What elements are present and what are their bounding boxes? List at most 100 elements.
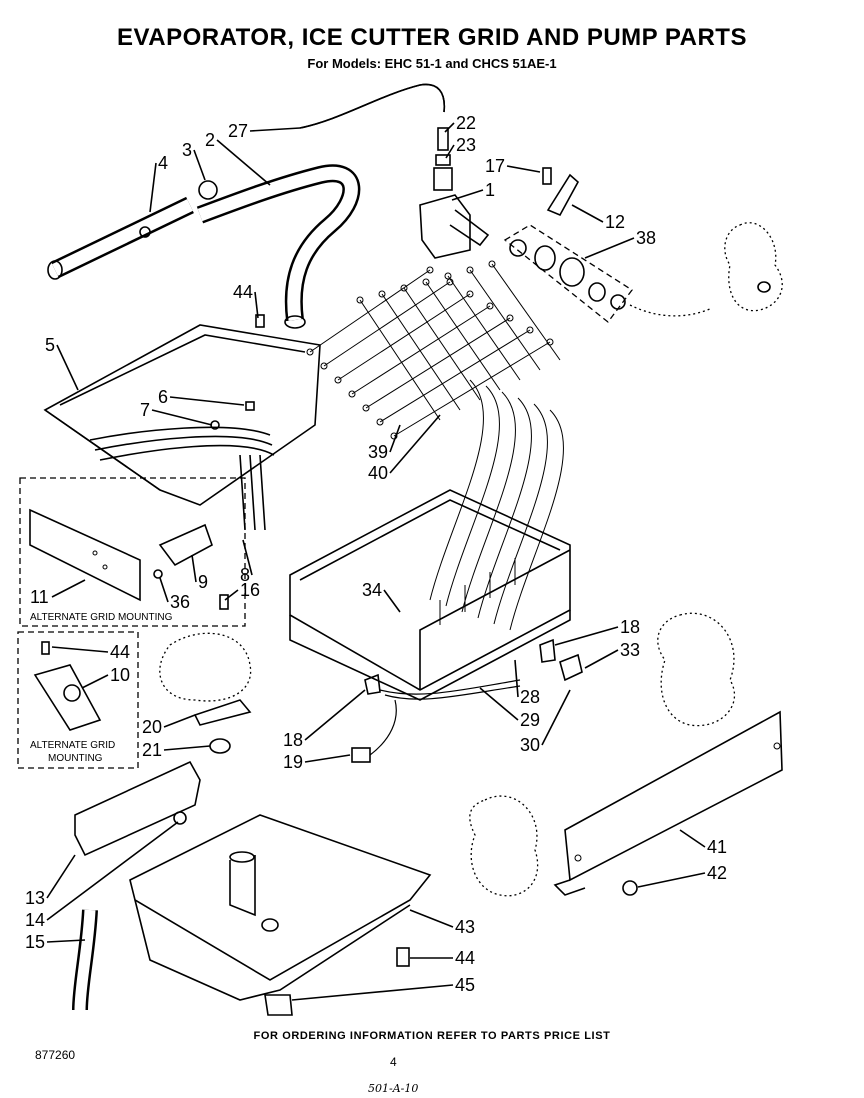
callout-label: 30 [520,735,540,755]
callout-label: 36 [170,592,190,612]
evaporator-part [43,324,321,531]
leader-line [584,237,635,259]
callout-label: 38 [636,228,656,248]
grid-wire [491,263,561,361]
screw-part-44a [255,314,265,328]
nut-part-21 [209,738,231,754]
callout-label: 34 [362,580,382,600]
callout-label: 14 [25,910,45,930]
leader-line [584,649,619,669]
alt-grid-caption-1: ALTERNATE GRID MOUNTING [30,612,173,623]
callout-label: 39 [368,442,388,462]
grid-wire-end [378,290,386,298]
leader-line [46,821,179,921]
leader-line [216,139,271,186]
leader-line [163,714,196,728]
callout-label: 45 [455,975,475,995]
leader-line [444,122,455,133]
grid-wire-end [356,296,364,304]
grid-wire-end [444,272,452,280]
leader-line [46,939,86,943]
grid-wire-end [486,302,494,310]
callout-label: 1 [485,180,495,200]
grid-wire-end [306,348,314,356]
grid-wire-end [466,266,474,274]
grid-wire [469,269,541,371]
cabinet-outline-top [724,222,783,312]
leader-lines [46,122,706,1001]
leader-line [445,144,455,159]
screw-part-14 [173,811,187,825]
leader-line [679,829,706,848]
leader-line [242,539,253,576]
callout-label: 27 [228,121,248,141]
leader-line [389,424,401,453]
grid-wire-lead [461,391,516,613]
leader-line [249,127,301,132]
leader-line [479,687,519,721]
screw-part-6 [245,401,255,411]
leader-line [159,577,169,603]
hose-part [196,164,361,329]
leader-line [191,554,197,583]
grid-wire [365,317,511,409]
page-title: EVAPORATOR, ICE CUTTER GRID AND PUMP PAR… [117,24,747,51]
grid-wire [381,293,461,411]
grid-wire-end [334,376,342,384]
grid-wire [351,305,491,395]
callout-label: 11 [30,587,49,607]
leader-line [541,689,571,746]
grid-wire-lead [445,385,500,607]
grid-wire-lead [429,379,484,601]
leader-line [254,291,259,319]
bracket-part-13 [74,760,201,857]
grid-wire-lead [509,409,564,631]
grid-wire [425,281,501,391]
callout-label: 33 [620,640,640,660]
reservoir-part [129,814,432,1001]
leader-line [304,754,351,763]
bracket-part-10 [33,664,102,731]
callout-label: 28 [520,687,540,707]
grid-wire-end [376,418,384,426]
callout-label: 10 [110,665,130,685]
screw-part-44c [396,947,410,967]
grid-wire-end [466,290,474,298]
leader-line [46,854,76,899]
distributor-tube-part [47,180,218,280]
callout-label: 19 [283,752,303,772]
callout-label: 15 [25,932,45,952]
page-number: 4 [390,1055,397,1069]
grid-wire-end [362,404,370,412]
grid-wire-end [526,326,534,334]
callout-label: 6 [158,387,168,407]
cabinet-outline-lower [469,795,539,897]
grid-frame-part [289,489,571,701]
callout-label: 18 [620,617,640,637]
cabinet-outline-left [159,632,252,702]
callout-label: 42 [707,863,727,883]
leader-line [81,674,109,689]
clip-part-20 [193,699,252,726]
leader-line [409,909,454,928]
page-subtitle: For Models: EHC 51-1 and CHCS 51AE-1 [307,56,557,71]
grid-wire [403,287,481,401]
leader-line [571,204,604,223]
handwritten-note: 501-A-10 [368,1082,419,1095]
water-valve-part [419,127,713,323]
callout-label: 18 [283,730,303,750]
leader-line [193,149,206,181]
screw-part-42 [622,880,638,896]
foot-part-45 [264,994,293,1016]
grid-wire-lead [477,397,532,619]
grid-wire [337,293,471,381]
grid-wire [359,299,441,421]
grid-wire-end [422,278,430,286]
alternate-grid-mounting-box-2 [17,631,139,769]
callout-label: 12 [605,212,625,232]
cabinet-outline-right [657,612,736,727]
callout-label: 23 [456,135,476,155]
grid-wire [309,269,431,353]
alternate-grid-mounting-box [19,477,246,627]
